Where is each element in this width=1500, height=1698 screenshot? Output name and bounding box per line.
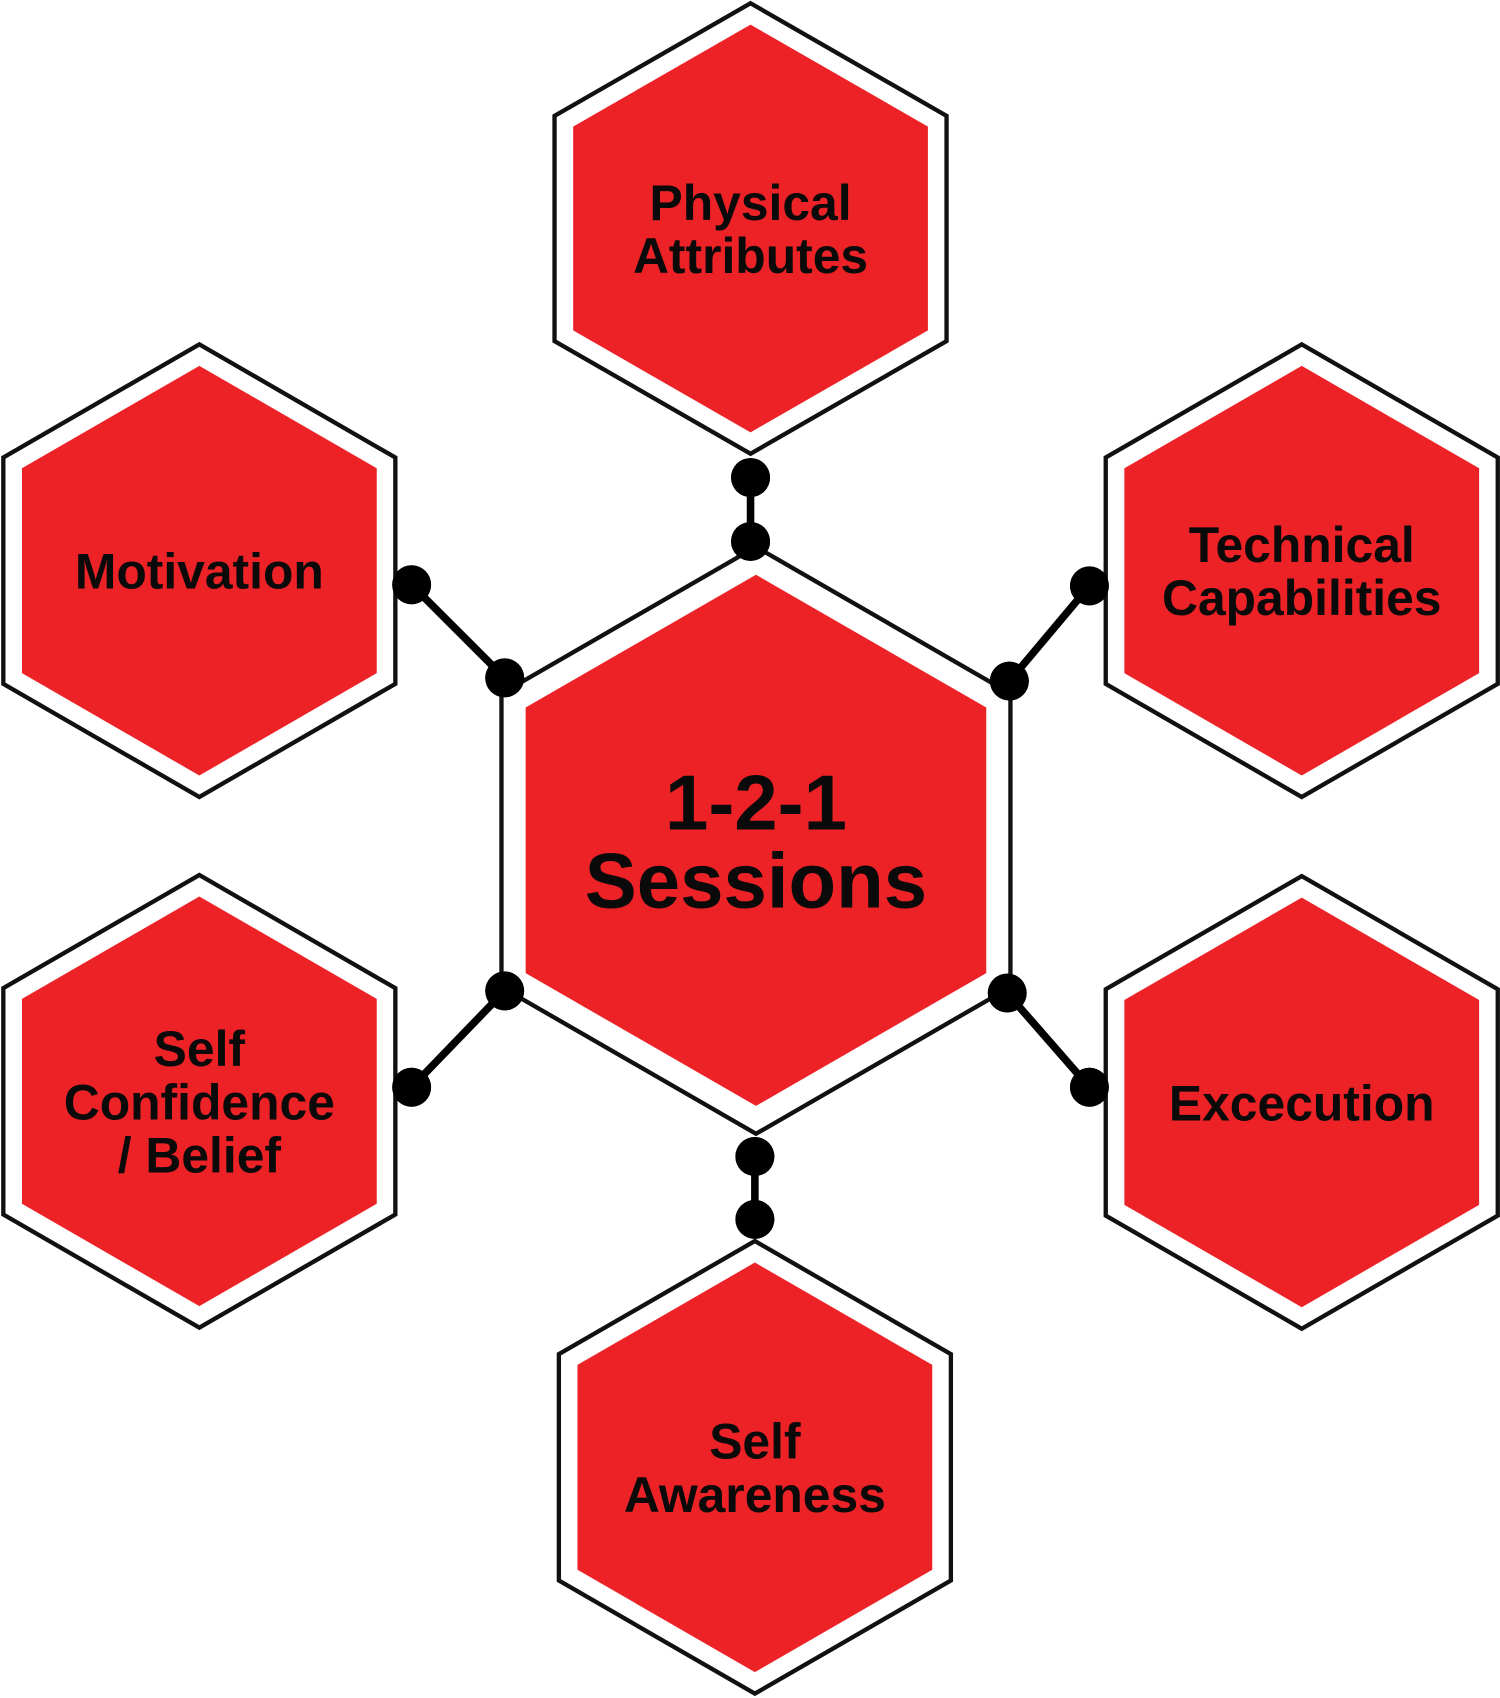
connector-line	[408, 582, 508, 681]
connector-dot	[989, 661, 1029, 701]
hexagon-motivation: Motivation	[1, 341, 398, 800]
hexagon-label-line: Self	[709, 1414, 801, 1470]
hexagon-fill	[21, 365, 377, 776]
hexagon-label-line: Confidence	[64, 1074, 335, 1130]
hexagon-label-line: Excecution	[1169, 1075, 1435, 1131]
connector-dot	[1069, 1067, 1109, 1107]
connector-dot	[392, 1067, 432, 1107]
hexagon-label-line: Self	[154, 1021, 246, 1077]
connector-dot	[392, 565, 432, 605]
hexagon-fill	[1124, 365, 1480, 776]
hexagon-fill	[573, 24, 928, 433]
connector-line	[1006, 583, 1093, 684]
hexagon-label-line: 1-2-1	[665, 758, 847, 846]
hexagon-label-line: Technical	[1189, 517, 1415, 573]
connector-line	[1004, 990, 1093, 1090]
hexagon-label-line: / Belief	[118, 1127, 282, 1183]
hexagon-label-line: Capabilities	[1162, 570, 1442, 626]
connector-dot	[485, 971, 525, 1011]
hexagon-execution: Excecution	[1103, 873, 1500, 1332]
connector-line	[408, 988, 508, 1090]
connector-dot	[735, 1137, 775, 1177]
connector-dot	[731, 458, 771, 498]
connector-dot	[731, 521, 771, 561]
hexagon-label-line: Sessions	[585, 836, 927, 924]
hexagon-label-line: Awareness	[624, 1467, 886, 1523]
hexagon-fill	[577, 1262, 933, 1673]
hexagon-label-line: Attributes	[633, 228, 868, 284]
hexagon-label-line: Motivation	[75, 544, 324, 600]
connector-dot	[485, 658, 525, 698]
hexagon-fill	[1124, 897, 1480, 1308]
connector-dot	[1069, 566, 1109, 606]
hexagon-fill	[525, 574, 987, 1106]
connector-dot	[987, 973, 1027, 1013]
hexagon-label-line: Physical	[649, 175, 851, 231]
hexagon-fill	[21, 896, 377, 1307]
connector-dot	[735, 1199, 775, 1239]
